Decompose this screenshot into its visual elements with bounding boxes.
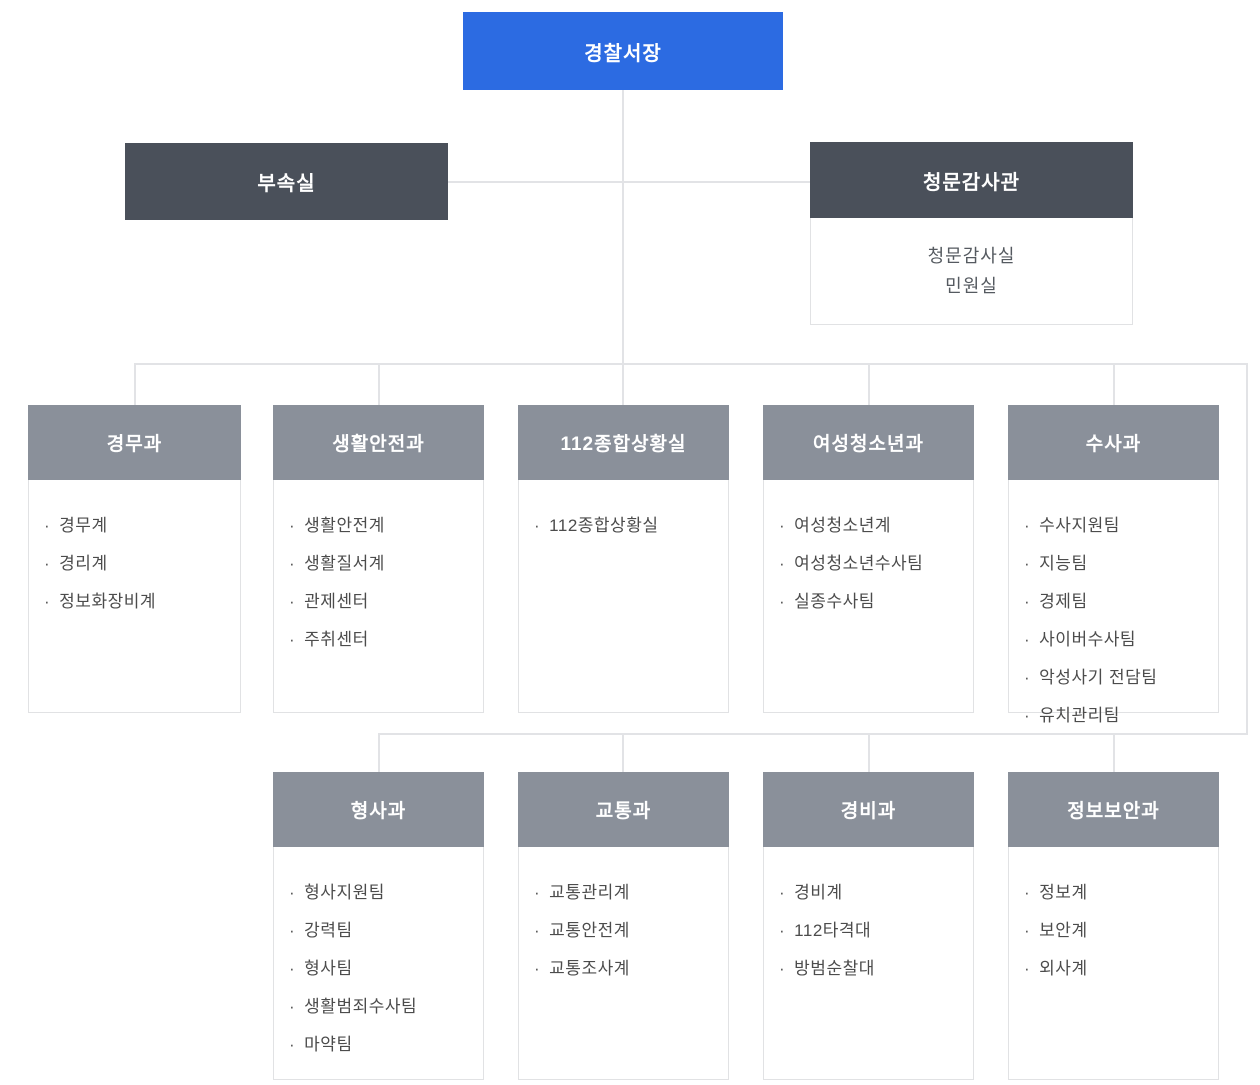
dept-annex-office: 부속실 [125,143,448,220]
dept-title: 여성청소년과 [813,434,924,455]
sub-unit-item: 보안계 [1024,912,1210,950]
connector-line [1113,363,1115,405]
dept-header: 112종합상황실 [518,405,729,480]
dept-title: 생활안전과 [332,434,425,455]
dept-header: 여성청소년과 [763,405,974,480]
dept-header: 교통과 [518,772,729,847]
connector-line [622,90,624,405]
sub-unit-item: 교통안전계 [534,912,720,950]
dept-sub-units: 생활안전계생활질서계관제센터주취센터 [274,480,483,659]
sub-unit-item: 방범순찰대 [779,950,965,988]
sub-unit-item: 112타격대 [779,912,965,950]
dept-title: 경비과 [840,801,897,822]
connector-line [868,363,870,405]
dept-security-guard: 경비과 경비계112타격대방범순찰대 [763,772,974,1080]
dept-investigation: 수사과 수사지원팀지능팀경제팀사이버수사팀악성사기 전담팀유치관리팀 [1008,405,1219,725]
dept-title: 경무과 [106,434,163,455]
dept-title: 경찰서장 [584,42,662,65]
dept-sub-units: 경무계경리계정보화장비계 [29,480,240,621]
dept-sub-units: 형사지원팀강력팀형사팀생활범죄수사팀마약팀 [274,847,483,1064]
sub-unit-item: 강력팀 [289,912,475,950]
sub-unit-item: 지능팀 [1024,545,1210,583]
sub-unit-item: 사이버수사팀 [1024,621,1210,659]
sub-unit-item: 민원실 [945,276,998,296]
connector-line [448,181,810,183]
sub-unit-item: 교통조사계 [534,950,720,988]
connector-line [378,733,380,772]
dept-women-youth: 여성청소년과 여성청소년계여성청소년수사팀실종수사팀 [763,405,974,713]
dept-title: 부속실 [257,173,316,195]
sub-unit-item: 형사팀 [289,950,475,988]
dept-title: 형사과 [350,801,407,822]
sub-unit-item: 주취센터 [289,621,475,659]
sub-unit-item: 생활범죄수사팀 [289,988,475,1026]
sub-unit-item: 마약팀 [289,1026,475,1064]
dept-general-affairs: 경무과 경무계경리계정보화장비계 [28,405,241,713]
sub-unit-item: 여성청소년계 [779,507,965,545]
dept-audit-inspector: 청문감사관 청문감사실 민원실 [810,142,1133,325]
dept-title: 112종합상황실 [560,434,687,455]
connector-line [378,363,380,405]
connector-line [1113,733,1115,772]
connector-line [1246,363,1248,735]
sub-unit-item: 교통관리계 [534,874,720,912]
dept-header: 청문감사관 [810,142,1133,218]
sub-unit-item: 악성사기 전담팀 [1024,659,1210,697]
sub-unit-item: 형사지원팀 [289,874,475,912]
dept-sub-units: 정보계보안계외사계 [1009,847,1218,988]
dept-header: 형사과 [273,772,484,847]
dept-info-security: 정보보안과 정보계보안계외사계 [1008,772,1219,1080]
dept-sub-units: 청문감사실 민원실 [810,218,1133,325]
sub-unit-item: 관제센터 [289,583,475,621]
dept-life-safety: 생활안전과 생활안전계생활질서계관제센터주취센터 [273,405,484,713]
sub-unit-item: 경비계 [779,874,965,912]
sub-unit-item: 수사지원팀 [1024,507,1210,545]
dept-header: 생활안전과 [273,405,484,480]
dept-traffic: 교통과 교통관리계교통안전계교통조사계 [518,772,729,1080]
dept-sub-units: 교통관리계교통안전계교통조사계 [519,847,728,988]
dept-police-chief: 경찰서장 [463,12,783,90]
sub-unit-item: 여성청소년수사팀 [779,545,965,583]
connector-line [868,733,870,772]
dept-sub-units: 여성청소년계여성청소년수사팀실종수사팀 [764,480,973,621]
sub-unit-item: 112종합상황실 [534,507,720,545]
dept-title: 청문감사관 [923,171,1020,194]
sub-unit-item: 생활안전계 [289,507,475,545]
dept-sub-units: 경비계112타격대방범순찰대 [764,847,973,988]
dept-112-situation-room: 112종합상황실 112종합상황실 [518,405,729,713]
connector-line [378,733,1248,735]
dept-title: 수사과 [1085,434,1142,455]
dept-header: 정보보안과 [1008,772,1219,847]
sub-unit-item: 경무계 [44,507,232,545]
connector-line [622,733,624,772]
sub-unit-item: 경제팀 [1024,583,1210,621]
sub-unit-item: 실종수사팀 [779,583,965,621]
dept-sub-units: 수사지원팀지능팀경제팀사이버수사팀악성사기 전담팀유치관리팀 [1009,480,1218,735]
dept-header: 수사과 [1008,405,1219,480]
sub-unit-item: 정보계 [1024,874,1210,912]
dept-title: 정보보안과 [1067,801,1160,822]
dept-header: 경비과 [763,772,974,847]
connector-line [134,363,136,405]
dept-sub-units: 112종합상황실 [519,480,728,545]
sub-unit-item: 정보화장비계 [44,583,232,621]
sub-unit-item: 경리계 [44,545,232,583]
sub-unit-item: 청문감사실 [927,246,1016,266]
connector-line [134,363,1248,365]
dept-criminal-affairs: 형사과 형사지원팀강력팀형사팀생활범죄수사팀마약팀 [273,772,484,1080]
sub-unit-item: 외사계 [1024,950,1210,988]
sub-unit-item: 유치관리팀 [1024,697,1210,735]
dept-header: 경무과 [28,405,241,480]
sub-unit-item: 생활질서계 [289,545,475,583]
dept-title: 교통과 [595,801,652,822]
